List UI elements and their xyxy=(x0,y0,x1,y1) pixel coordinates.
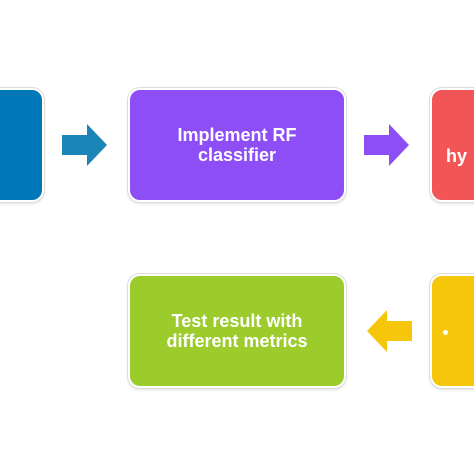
step-box-right-partial: hy xyxy=(430,88,474,202)
step-box-right-partial-yellow xyxy=(430,274,474,388)
arrow-shape xyxy=(367,310,412,352)
step-label: Test result with different metrics xyxy=(166,311,307,351)
step-box-left-partial xyxy=(0,88,44,202)
step-box-implement-rf: Implement RF classifier xyxy=(128,88,346,202)
step-label-line: Test result with xyxy=(171,311,303,331)
step-box-test-result: Test result with different metrics xyxy=(128,274,346,388)
step-label-line: Implement RF xyxy=(177,125,297,145)
step-label: Implement RF classifier xyxy=(177,125,296,165)
arrow-shape xyxy=(62,124,107,166)
right-arrow-icon xyxy=(364,124,409,166)
step-label-line: classifier xyxy=(197,145,277,165)
right-arrow-icon xyxy=(62,124,107,166)
left-arrow-icon xyxy=(367,310,412,352)
step-label-line: different metrics xyxy=(166,331,308,351)
step-label-partial: hy xyxy=(446,146,468,166)
arrow-shape xyxy=(364,124,409,166)
bullet-dot xyxy=(443,330,448,335)
